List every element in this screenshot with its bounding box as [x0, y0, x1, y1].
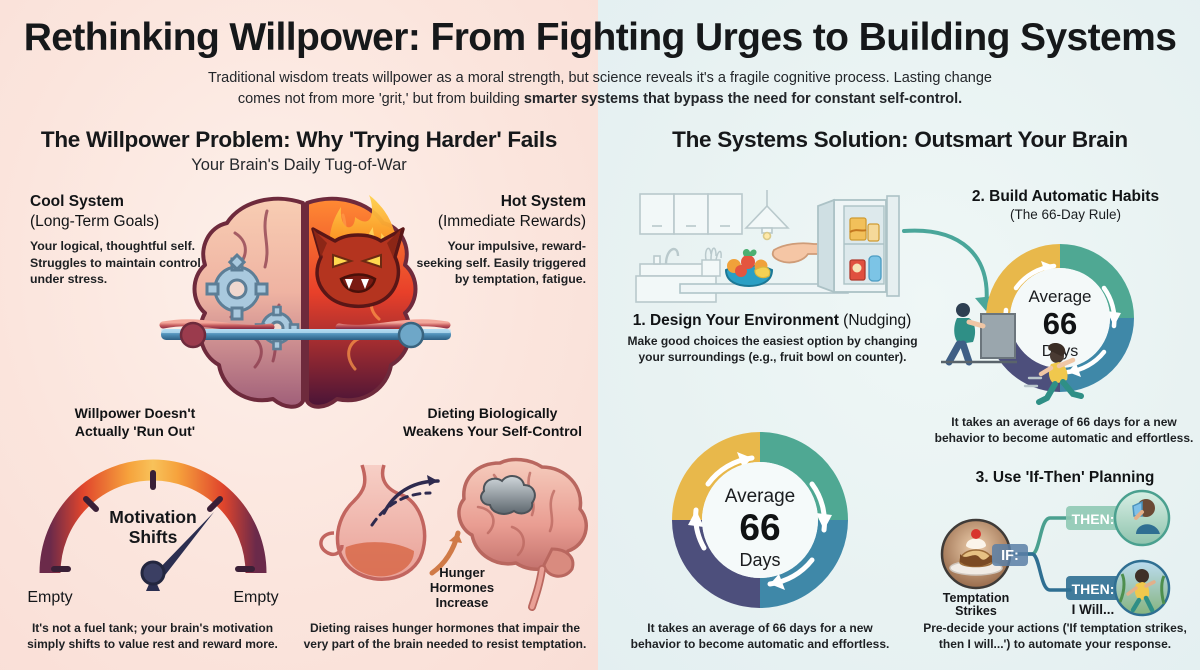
- hot-system-block: Hot System (Immediate Rewards) Your impu…: [408, 193, 587, 288]
- if-then-planning-illustration: IF: THEN: THEN:: [930, 489, 1195, 618]
- person-drinking-water-icon: [1132, 499, 1160, 534]
- temptation-label-line1: Temptation: [943, 591, 1009, 605]
- temptation-label-line2: Strikes: [955, 604, 997, 618]
- dieting-caption-line2: very part of the brain needed to resist …: [303, 637, 587, 652]
- person-running-icon: [1023, 343, 1084, 405]
- step2-caption-line2: behavior to become automatic and effortl…: [934, 431, 1194, 446]
- cool-system-subheading: (Long-Term Goals): [30, 212, 160, 230]
- willpower-run-out-heading-line2: Actually 'Run Out': [74, 422, 196, 439]
- right-panel-heading: The Systems Solution: Outsmart Your Brai…: [600, 127, 1200, 153]
- step3-caption: Pre-decide your actions ('If temptation …: [915, 620, 1195, 652]
- step1-heading: 1. Design Your Environment (Nudging): [622, 312, 922, 330]
- brain-fog-cloud-icon: [480, 475, 536, 515]
- then-top-label: THEN:: [1072, 511, 1115, 527]
- gauge-caption-line1: It's not a fuel tank; your brain's motiv…: [31, 621, 274, 635]
- step3-heading: 3. Use 'If-Then' Planning: [975, 469, 1155, 486]
- page-title: Rethinking Willpower: From Fighting Urge…: [23, 16, 1177, 59]
- dieting-heading-line2: Weakens Your Self-Control: [403, 422, 582, 439]
- kitchen-cabinets-icon: [639, 193, 743, 235]
- wolf-head-icon: [311, 227, 405, 309]
- cool-system-body: Your logical, thoughtful self. Struggles…: [30, 238, 201, 287]
- 66-day-cycle-large-icon: Average 66 Days: [672, 432, 848, 608]
- subtitle-line-1: Traditional wisdom treats willpower as a…: [208, 69, 992, 86]
- if-then-connectors-icon: [1012, 516, 1072, 592]
- hot-system-body: Your impulsive, reward-seeking self. Eas…: [416, 238, 587, 287]
- hunger-hormones-arrow-icon: [429, 530, 462, 576]
- cool-system-heading: Cool System: [30, 193, 124, 210]
- hormone-signal-arrow-icon: [370, 475, 440, 527]
- step1-heading-bold: 1. Design Your Environment: [632, 312, 839, 329]
- hunger-label-line3: Increase: [436, 595, 489, 610]
- cycle1-label-top: Average: [725, 486, 795, 507]
- pendant-lamp-icon: [744, 190, 790, 241]
- step2-heading: 2. Build Automatic Habits: [971, 188, 1160, 205]
- gauge-label-line1: Motivation: [109, 507, 197, 527]
- dieting-caption: Dieting raises hunger hormones that impa…: [300, 620, 590, 652]
- stomach-brain-illustration: Hunger Hormones Increase: [310, 455, 590, 615]
- gauge-right-label: Empty: [233, 589, 278, 606]
- gauge-ticks-icon: [51, 470, 255, 572]
- willpower-run-out-heading: Willpower Doesn't Actually 'Run Out': [30, 405, 240, 440]
- step1-body: Make good choices the easiest option by …: [620, 333, 925, 365]
- i-will-label: I Will...: [1072, 602, 1115, 617]
- right-panel-title: The Systems Solution: Outsmart Your Brai…: [672, 127, 1128, 152]
- then-bottom-node: THEN:: [1066, 559, 1171, 617]
- gauge-needle-icon: [140, 512, 214, 591]
- step3-caption-line2: then I will...') to automate your respon…: [938, 637, 1172, 652]
- left-panel-title: The Willpower Problem: Why 'Trying Harde…: [40, 127, 558, 152]
- habit-cycle-large-illustration: Average 66 Days: [650, 428, 870, 623]
- cycle1-label-bottom: Days: [739, 550, 780, 570]
- hot-system-heading: Hot System: [500, 193, 586, 210]
- temptation-node-icon: [940, 518, 1012, 590]
- hot-system-subheading: (Immediate Rewards): [437, 212, 586, 230]
- dieting-heading: Dieting Biologically Weakens Your Self-C…: [385, 405, 600, 440]
- step1-heading-block: 1. Design Your Environment (Nudging): [622, 312, 922, 330]
- cycle2-number: 66: [1043, 306, 1077, 341]
- then-top-node: THEN:: [1066, 489, 1171, 547]
- step2-heading-block: 2. Build Automatic Habits (The 66-Day Ru…: [938, 188, 1193, 222]
- step1-body-line1: Make good choices the easiest option by …: [627, 334, 918, 348]
- gauge-caption-line2: simply shifts to value rest and reward m…: [27, 637, 278, 652]
- cycle-large-caption: It takes an average of 66 days for a new…: [620, 620, 900, 652]
- person-running-park-icon: [1118, 569, 1166, 613]
- motivation-gauge-illustration: Motivation Shifts Empty Empty: [18, 455, 288, 610]
- kitchen-environment-illustration: [622, 186, 922, 306]
- person-pushing-icon: [941, 303, 1017, 366]
- gauge-label-line2: Shifts: [129, 527, 178, 547]
- potted-plant-icon: [701, 247, 722, 277]
- if-label: IF:: [1001, 548, 1019, 564]
- if-label-badge: IF:: [992, 544, 1028, 566]
- dieting-heading-line1: Dieting Biologically: [427, 405, 558, 421]
- step2-caption-line1: It takes an average of 66 days for a new: [951, 415, 1177, 429]
- cycle-large-caption-line1: It takes an average of 66 days for a new: [647, 621, 873, 635]
- step2-subheading: (The 66-Day Rule): [1009, 207, 1122, 222]
- cycle1-number: 66: [739, 507, 780, 548]
- pantry-cabinet-icon: [817, 195, 900, 297]
- cycle2-label-top: Average: [1028, 287, 1091, 306]
- gauge-caption: It's not a fuel tank; your brain's motiv…: [10, 620, 295, 652]
- step3-caption-line1: Pre-decide your actions ('If temptation …: [923, 621, 1187, 635]
- fruit-bowl-icon: [724, 249, 774, 288]
- habit-cycle-small-illustration: Average 66 Days: [935, 232, 1185, 407]
- cool-system-block: Cool System (Long-Term Goals) Your logic…: [30, 193, 205, 288]
- step1-body-line2: your surroundings (e.g., fruit bowl on c…: [638, 350, 907, 365]
- hunger-label-line2: Hormones: [430, 580, 494, 595]
- cycle-large-caption-line2: behavior to become automatic and effortl…: [630, 637, 890, 652]
- gauge-left-label: Empty: [27, 589, 72, 606]
- left-panel-subtitle: Your Brain's Daily Tug-of-War: [191, 156, 407, 174]
- poster-header: Rethinking Willpower: From Fighting Urge…: [0, 0, 1200, 110]
- subtitle-line-2-prefix: comes not from more 'grit,' but from bui…: [237, 90, 524, 107]
- then-bottom-label: THEN:: [1072, 581, 1115, 597]
- dieting-caption-line1: Dieting raises hunger hormones that impa…: [309, 621, 581, 635]
- step2-caption: It takes an average of 66 days for a new…: [930, 414, 1198, 446]
- subtitle-line-2-emphasis: smarter systems that bypass the need for…: [523, 90, 963, 107]
- page-subtitle: Traditional wisdom treats willpower as a…: [160, 68, 1040, 110]
- step1-heading-regular: (Nudging): [838, 312, 912, 329]
- willpower-run-out-heading-line1: Willpower Doesn't: [74, 405, 196, 421]
- hunger-label-line1: Hunger: [439, 565, 485, 580]
- rope-icon: [159, 319, 451, 349]
- left-panel-heading: The Willpower Problem: Why 'Trying Harde…: [0, 127, 598, 175]
- stomach-icon: [319, 464, 427, 581]
- brain-tug-of-war-illustration: [159, 185, 451, 420]
